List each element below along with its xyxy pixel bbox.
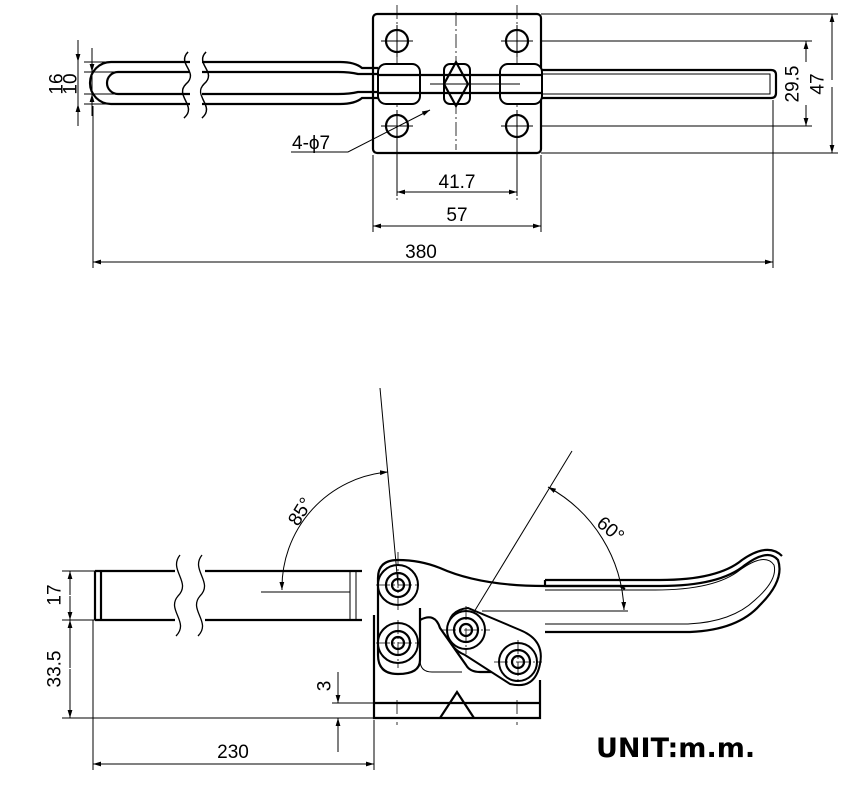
dim-label-16: 16: [47, 73, 68, 94]
dim-label-230: 230: [217, 742, 249, 763]
base-side: [372, 615, 542, 725]
hole-callout-label: 4-ϕ7: [292, 133, 330, 154]
lever-side: [543, 548, 783, 634]
unit-label: UNIT:m.m.: [596, 733, 755, 764]
break-lines-top: [181, 51, 210, 119]
handle-side: [93, 569, 362, 622]
top-view: 16 10 29.5 47 4-ϕ7 41.7 57 380: [47, 5, 838, 268]
dim-label-47: 47: [808, 73, 829, 94]
dim-label-380: 380: [405, 242, 437, 263]
dim-label-29-5: 29.5: [783, 66, 804, 103]
dim-label-57: 57: [446, 205, 467, 226]
pivot-assembly: [377, 59, 543, 109]
break-lines-side: [173, 554, 206, 637]
angle-label-85: 85°: [284, 494, 317, 529]
pivot-pins: [377, 564, 542, 686]
plunger-top: [542, 68, 778, 100]
angle-label-60: 60°: [592, 513, 628, 548]
dim-label-10: 10: [61, 73, 82, 94]
dim-label-3: 3: [315, 681, 336, 692]
side-view: 85° 60° 17 33.5 3 230: [45, 387, 783, 770]
dim-label-17: 17: [45, 584, 66, 605]
dim-label-41-7: 41.7: [439, 172, 476, 193]
handle-top: [88, 60, 378, 106]
dim-label-33-5: 33.5: [45, 651, 66, 688]
